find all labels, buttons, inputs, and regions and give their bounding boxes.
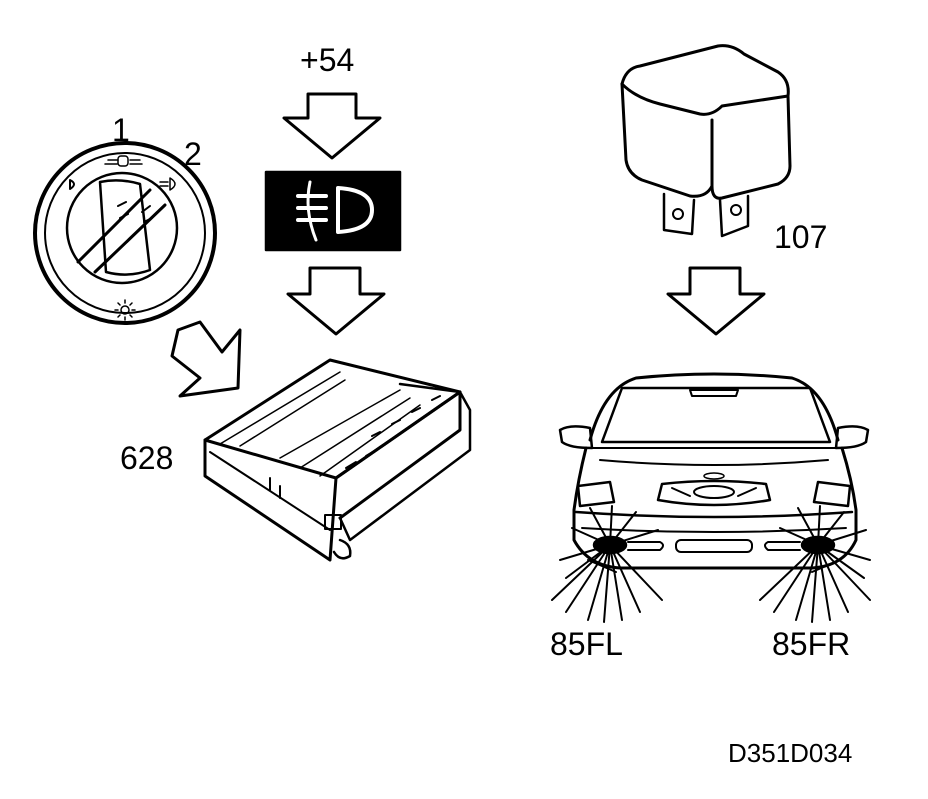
relay-icon (620, 44, 792, 238)
control-module-icon (203, 358, 472, 562)
relay-label: 107 (774, 219, 828, 255)
drawing-id-label: D351D034 (728, 738, 853, 768)
front-fog-lamp-icon (264, 170, 402, 252)
control-unit-label: 628 (120, 440, 174, 476)
supply-label: +54 (300, 42, 355, 78)
arrow-supply-down (282, 92, 382, 160)
arrow-switch-to-module (170, 320, 242, 398)
fog-lamp-left-label: 85FL (550, 626, 623, 662)
light-switch-icon (33, 141, 217, 325)
switch-position-1-label: 1 (112, 112, 130, 148)
arrow-indicator-to-module (286, 266, 386, 336)
fog-light-rays-right (759, 505, 871, 623)
arrow-relay-to-car (666, 266, 766, 336)
switch-position-2-label: 2 (184, 136, 202, 172)
fog-light-rays-left (551, 505, 663, 623)
fog-lamp-right-label: 85FR (772, 626, 851, 662)
